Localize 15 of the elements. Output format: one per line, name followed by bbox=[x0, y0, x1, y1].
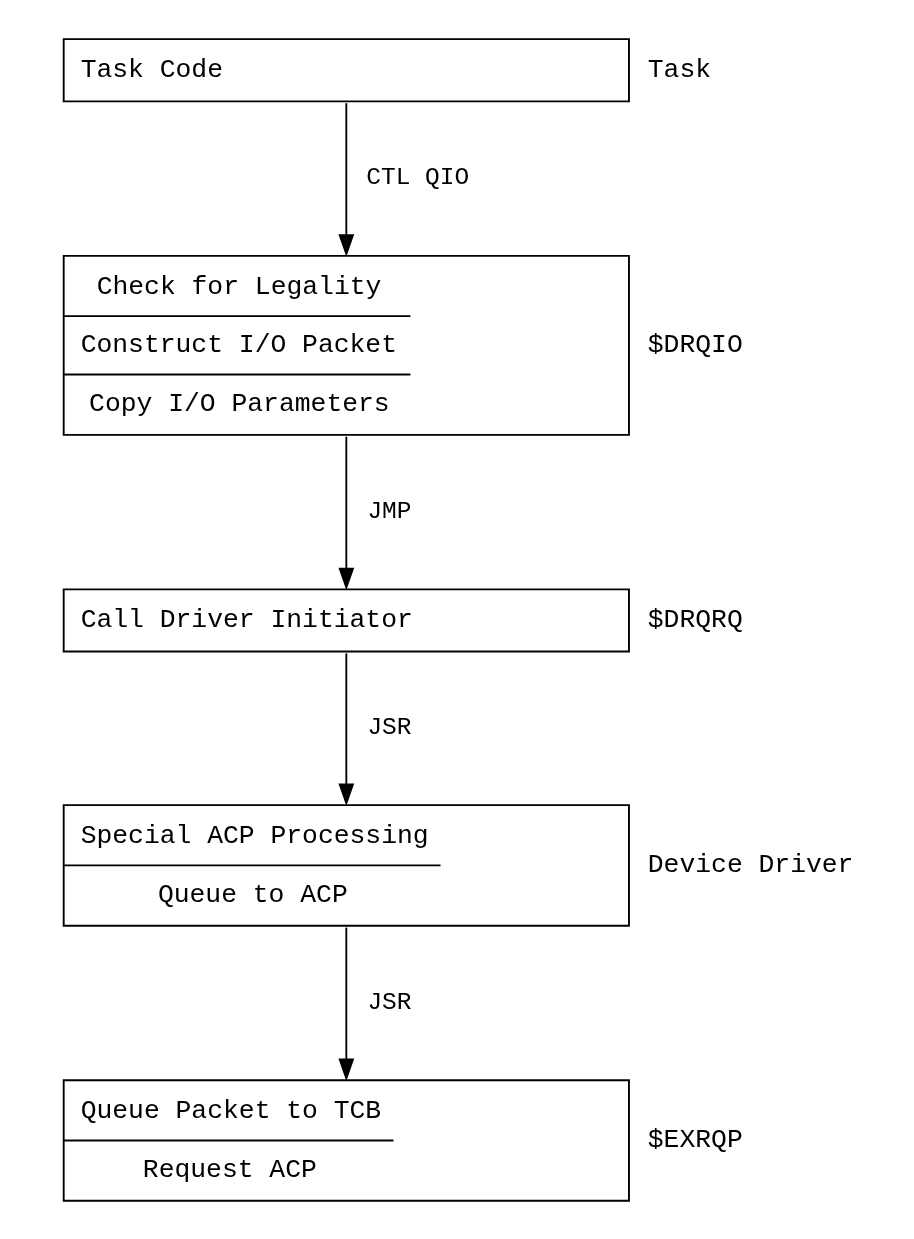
node-label: Task bbox=[647, 55, 711, 86]
node-label: $EXRQP bbox=[647, 1125, 743, 1156]
node-box: Call Driver Initiator bbox=[62, 588, 630, 653]
edge-label: JSR bbox=[366, 989, 412, 1017]
node-label: $DRQIO bbox=[647, 330, 743, 361]
edge-label: JMP bbox=[366, 497, 412, 525]
node-box: Task Code bbox=[62, 38, 630, 103]
arrow bbox=[337, 102, 354, 257]
arrow bbox=[337, 926, 354, 1082]
node-label: $DRQRQ bbox=[647, 605, 743, 636]
node-label: Device Driver bbox=[647, 850, 853, 881]
edge-label: JSR bbox=[366, 714, 412, 742]
edge-label: CTL QIO bbox=[365, 164, 469, 192]
arrow bbox=[337, 435, 354, 591]
arrow bbox=[337, 652, 354, 807]
